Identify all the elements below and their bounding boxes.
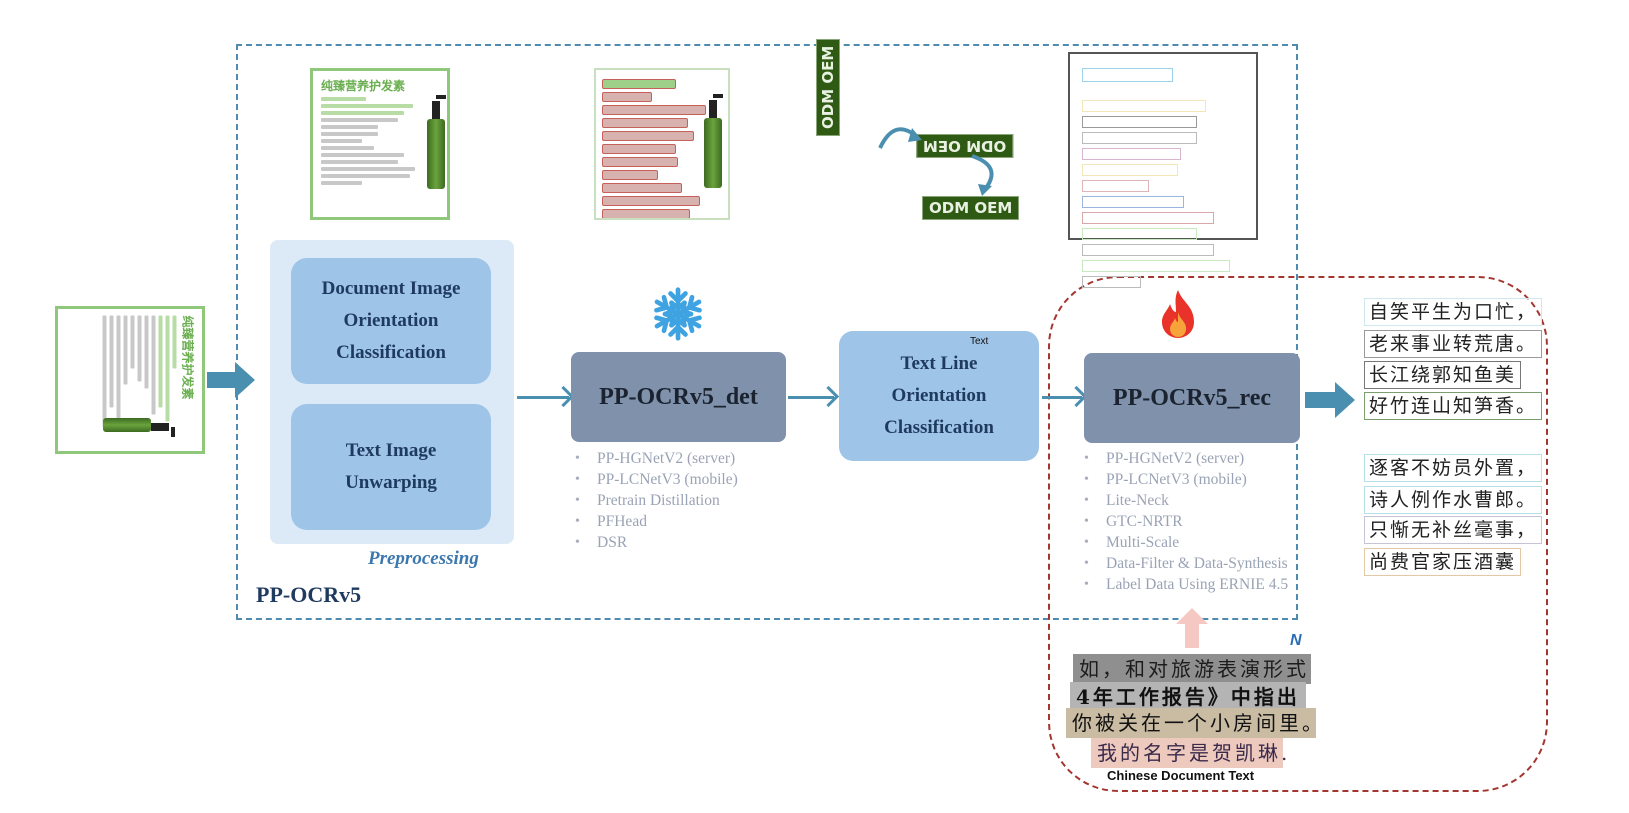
output-text-line: 逐客不妨员外置，: [1364, 454, 1543, 482]
output-text-line: 长江绕郭知鱼美: [1364, 361, 1522, 389]
module-label-line: Unwarping: [345, 472, 437, 493]
pp-ocrv5-label: PP-OCRv5: [256, 582, 362, 607]
odm-label-upright: ODM OEM: [922, 196, 1020, 220]
det-feature-item: PP-HGNetV2 (server): [571, 448, 738, 469]
handwritten-sample: 你被关在一个小房间里。: [1066, 708, 1322, 738]
preprocessing-label: Preprocessing: [368, 548, 479, 569]
recognition-example-document: [1068, 52, 1258, 288]
text-image-unwarping-module[interactable]: Text Image Unwarping: [291, 404, 491, 530]
output-text-line: 只惭无补丝毫事，: [1364, 516, 1543, 544]
module-label-line: Classification: [336, 342, 446, 363]
input-doc-title: 纯臻营养护发素: [180, 315, 195, 400]
module-label-line: Document Image: [321, 278, 461, 299]
handwritten-caption: Chinese Document Text: [1107, 768, 1255, 783]
module-label-line: Text Image: [345, 440, 437, 461]
output-text-line: 老来事业转荒唐。: [1364, 330, 1543, 358]
rec-feature-item: PP-HGNetV2 (server): [1080, 448, 1288, 469]
detection-example-document: [594, 68, 730, 220]
orientation-to-rec-arrow: [1042, 396, 1082, 399]
det-to-orientation-arrow: [788, 396, 834, 399]
handwritten-sample: 4年工作报告》中指出: [1070, 682, 1306, 712]
module-label-line: Text Line: [900, 353, 978, 374]
det-module-title: PP-OCRv5_det: [599, 383, 758, 410]
fire-icon: [1162, 290, 1194, 338]
output-arrow: [1305, 382, 1355, 418]
text-tag: Text: [970, 336, 989, 347]
rec-feature-item: Lite-Neck: [1080, 490, 1288, 511]
module-label-line: Orientation: [891, 385, 987, 406]
module-label-line: Orientation: [343, 310, 439, 331]
prep-to-det-arrow: [517, 396, 569, 399]
document-image-orientation-module[interactable]: Document Image Orientation Classificatio…: [291, 258, 491, 384]
rec-feature-item: Label Data Using ERNIE 4.5: [1080, 574, 1288, 595]
output-text-line: 好竹连山知笋香。: [1364, 392, 1543, 420]
snowflake-icon: [650, 287, 706, 344]
product-bottle-image: [103, 418, 151, 432]
rec-feature-item: GTC-NRTR: [1080, 511, 1288, 532]
det-feature-list: PP-HGNetV2 (server) PP-LCNetV3 (mobile) …: [571, 448, 738, 553]
input-arrow: [207, 362, 255, 398]
output-text-line: 诗人例作水曹郎。: [1364, 486, 1543, 514]
output-text-line: 尚费官家压酒囊: [1364, 548, 1522, 576]
rotation-arrow-icon: [971, 154, 994, 196]
pp-ocrv5-frame: [236, 44, 1298, 620]
product-bottle-image: [427, 95, 446, 189]
rotation-arrow-icon: [878, 127, 922, 149]
input-document-rotated: 纯臻营养护发素: [55, 306, 205, 454]
text-line-orientation-module[interactable]: Text Line Orientation Classification: [839, 331, 1039, 461]
det-feature-item: DSR: [571, 532, 738, 553]
label-data-arrow: [1176, 608, 1208, 648]
rec-training-frame: [1048, 276, 1548, 792]
odm-label-vertical: ODM OEM: [816, 38, 840, 136]
det-feature-item: Pretrain Distillation: [571, 490, 738, 511]
rec-feature-item: Multi-Scale: [1080, 532, 1288, 553]
preview-doc-title: 纯臻营养护发素: [321, 79, 406, 93]
pp-ocrv5-rec-module[interactable]: PP-OCRv5_rec: [1084, 353, 1300, 443]
det-feature-item: PP-LCNetV3 (mobile): [571, 469, 738, 490]
pp-ocrv5-det-module[interactable]: PP-OCRv5_det: [571, 352, 786, 442]
rec-module-title: PP-OCRv5_rec: [1112, 384, 1272, 411]
handwritten-sample: 我的名字是贺凯琳.: [1091, 738, 1287, 768]
rec-feature-item: Data-Filter & Data-Synthesis: [1080, 553, 1288, 574]
module-label-line: Classification: [884, 417, 994, 438]
product-bottle-image: [704, 94, 723, 188]
rec-feature-list: PP-HGNetV2 (server) PP-LCNetV3 (mobile) …: [1080, 448, 1288, 595]
handwritten-sample: 如，和对旅游表演形式: [1073, 654, 1311, 684]
output-text-line: 自笑平生为口忙，: [1364, 298, 1543, 326]
orientation-example-document: 纯臻营养护发素: [310, 68, 450, 220]
rec-feature-item: PP-LCNetV3 (mobile): [1080, 469, 1288, 490]
n-samples-label: N: [1290, 632, 1302, 649]
det-feature-item: PFHead: [571, 511, 738, 532]
